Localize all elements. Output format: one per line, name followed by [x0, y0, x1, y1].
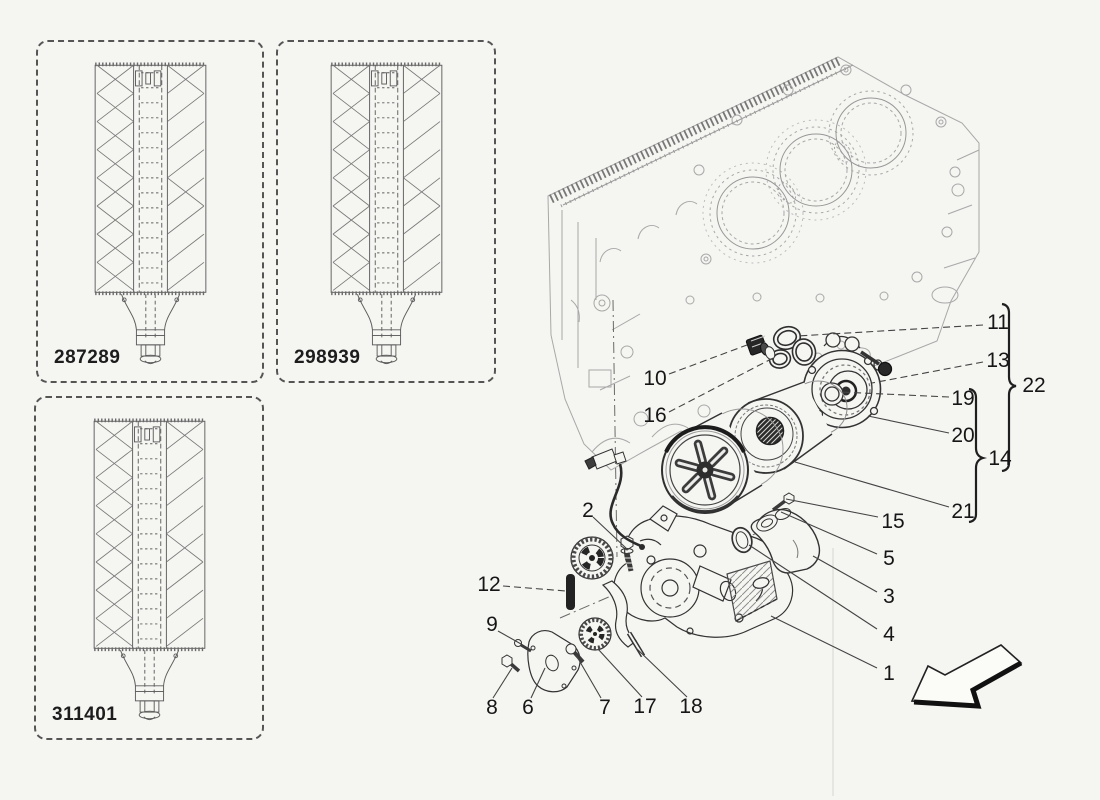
bolt-15-drawing [771, 492, 795, 512]
o-ring-drawing [731, 526, 753, 554]
callout-16: 16 [643, 404, 666, 427]
leader-21 [794, 461, 950, 508]
callout-9: 9 [486, 613, 498, 636]
group-braces [968, 302, 1017, 524]
tensioner-strip-drawing [566, 574, 575, 610]
leader-4 [748, 544, 878, 630]
callout-10: 10 [643, 367, 666, 390]
plug-drawing [745, 334, 776, 360]
outlet-pipe-drawing [750, 507, 821, 574]
leader-lines [492, 324, 984, 699]
callout-numbers: 1 2 3 4 5 6 7 8 9 10 11 12 13 14 15 16 1… [477, 311, 1045, 719]
filter-variant-box-3: 311401 [34, 396, 264, 740]
cap-spoke-pattern [674, 439, 736, 501]
leader-20 [867, 415, 950, 434]
leader-11 [796, 324, 984, 337]
callout-13: 13 [986, 349, 1009, 372]
callout-22: 22 [1022, 374, 1045, 397]
leader-16 [668, 356, 776, 413]
brace-group-22 [1001, 302, 1017, 473]
sensor-cable [609, 463, 642, 548]
callout-14: 14 [988, 447, 1012, 470]
gasket-rings-drawing [768, 325, 817, 369]
callout-1: 1 [883, 662, 895, 685]
leader-15 [785, 498, 879, 518]
part-number-label-2: 298939 [294, 347, 361, 368]
callout-3: 3 [883, 585, 895, 608]
leader-19 [839, 391, 950, 398]
callout-8: 8 [486, 696, 498, 719]
bolt-8-drawing [501, 654, 521, 673]
callout-7: 7 [599, 696, 611, 719]
leader-2 [592, 516, 628, 550]
callout-2: 2 [582, 499, 594, 522]
leader-1 [770, 615, 878, 669]
leader-5 [780, 511, 878, 555]
pump-sprocket-drawing [570, 536, 614, 580]
screw-7-drawing [565, 643, 585, 664]
leader-3 [812, 555, 878, 593]
callout-20: 20 [951, 424, 974, 447]
oil-filter-cap-drawing [661, 408, 784, 514]
leader-13 [871, 361, 984, 384]
leader-10 [668, 344, 748, 375]
brace-group-14 [968, 387, 987, 524]
part-number-label-1: 287289 [54, 347, 121, 368]
leader-17 [597, 648, 643, 698]
cylinder-bores [702, 90, 914, 264]
leader-7 [575, 654, 602, 699]
callout-21: 21 [951, 500, 974, 523]
leader-6 [530, 667, 546, 699]
callout-5: 5 [883, 547, 895, 570]
sensor-axis-line [612, 299, 618, 558]
direction-arrow-icon [910, 644, 1023, 709]
idler-gear-drawing [578, 617, 612, 651]
leader-8 [492, 667, 513, 699]
leader-12 [502, 585, 567, 592]
pipe-clamp-drawing [774, 507, 792, 521]
housing-bolt [860, 350, 893, 377]
leader-18 [635, 647, 688, 698]
pump-mount-pad [726, 560, 778, 622]
callout-11: 11 [987, 311, 1009, 334]
leader-9 [497, 630, 522, 645]
cover-plate-drawing [527, 630, 581, 693]
block-bolt-holes [685, 64, 961, 305]
callout-17: 17 [633, 695, 656, 718]
sensor-drawing [584, 448, 645, 550]
callout-18: 18 [679, 695, 702, 718]
filter-variant-box-2: 298939 [276, 40, 496, 383]
callout-19: 19 [951, 387, 974, 410]
oil-filter-element-drawing [728, 380, 848, 474]
callout-15: 15 [881, 510, 904, 533]
housing-seal-ring [820, 382, 844, 406]
filter-variant-box-1: 287289 [36, 40, 264, 383]
callout-6: 6 [522, 696, 534, 719]
callout-4: 4 [883, 623, 895, 646]
oil-filter-housing-drawing [802, 332, 893, 429]
callout-12: 12 [477, 573, 500, 596]
part-number-label-3: 311401 [52, 704, 118, 725]
